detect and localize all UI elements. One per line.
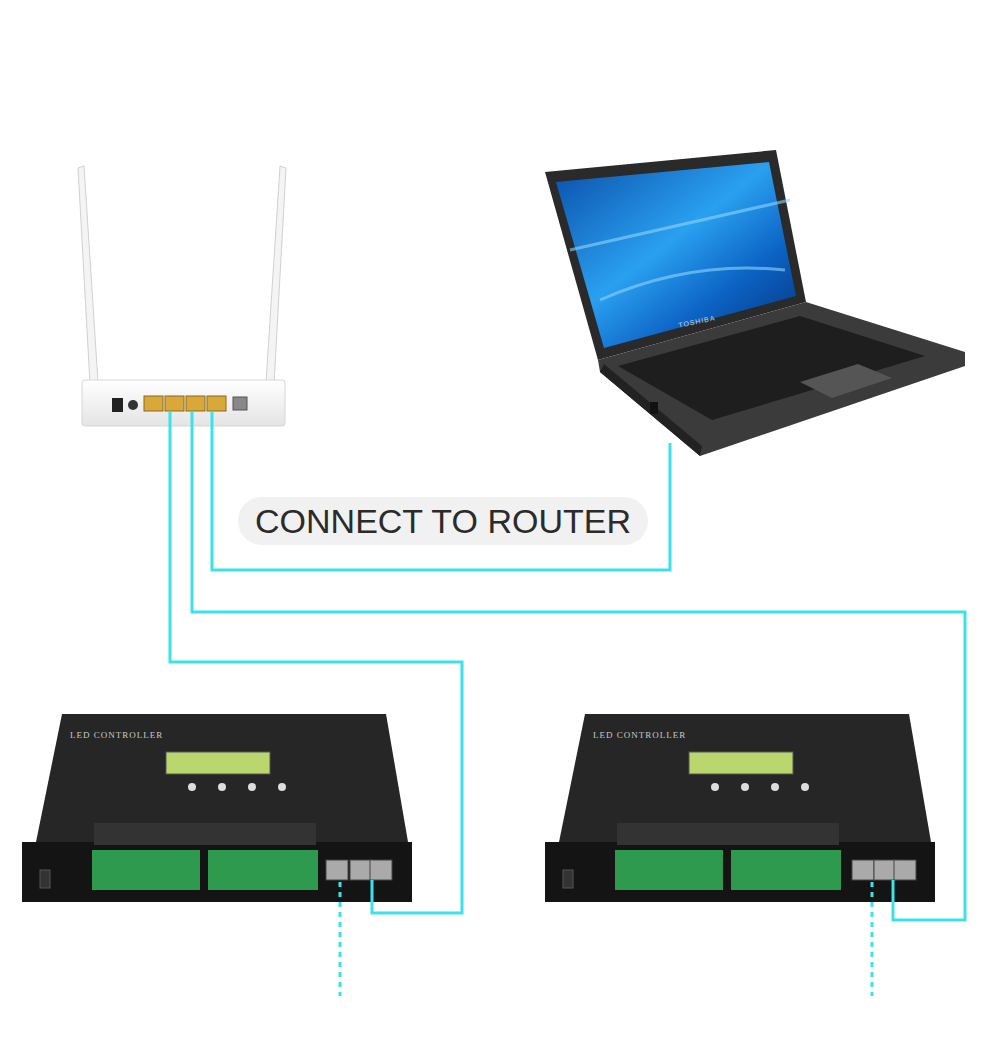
network-cable — [212, 411, 670, 570]
device-label: TOSHIBA — [678, 314, 716, 329]
network-cable — [170, 411, 462, 913]
output-wire — [871, 882, 874, 996]
output-wire — [339, 882, 342, 996]
router — [78, 166, 286, 426]
controller-node: LED CONTROLLER — [545, 712, 935, 902]
caption-pill: CONNECT TO ROUTER — [238, 497, 648, 545]
network-cable — [192, 411, 965, 920]
router-node — [80, 165, 287, 427]
device-label: LED CONTROLLER — [70, 730, 163, 740]
caption-text: CONNECT TO ROUTER — [255, 502, 631, 541]
led-controller — [22, 714, 412, 902]
laptop-node: TOSHIBA — [540, 148, 965, 443]
device-label: LED CONTROLLER — [593, 730, 686, 740]
led-controller — [545, 714, 935, 902]
controller-node: LED CONTROLLER — [22, 712, 412, 902]
laptop — [545, 150, 965, 456]
